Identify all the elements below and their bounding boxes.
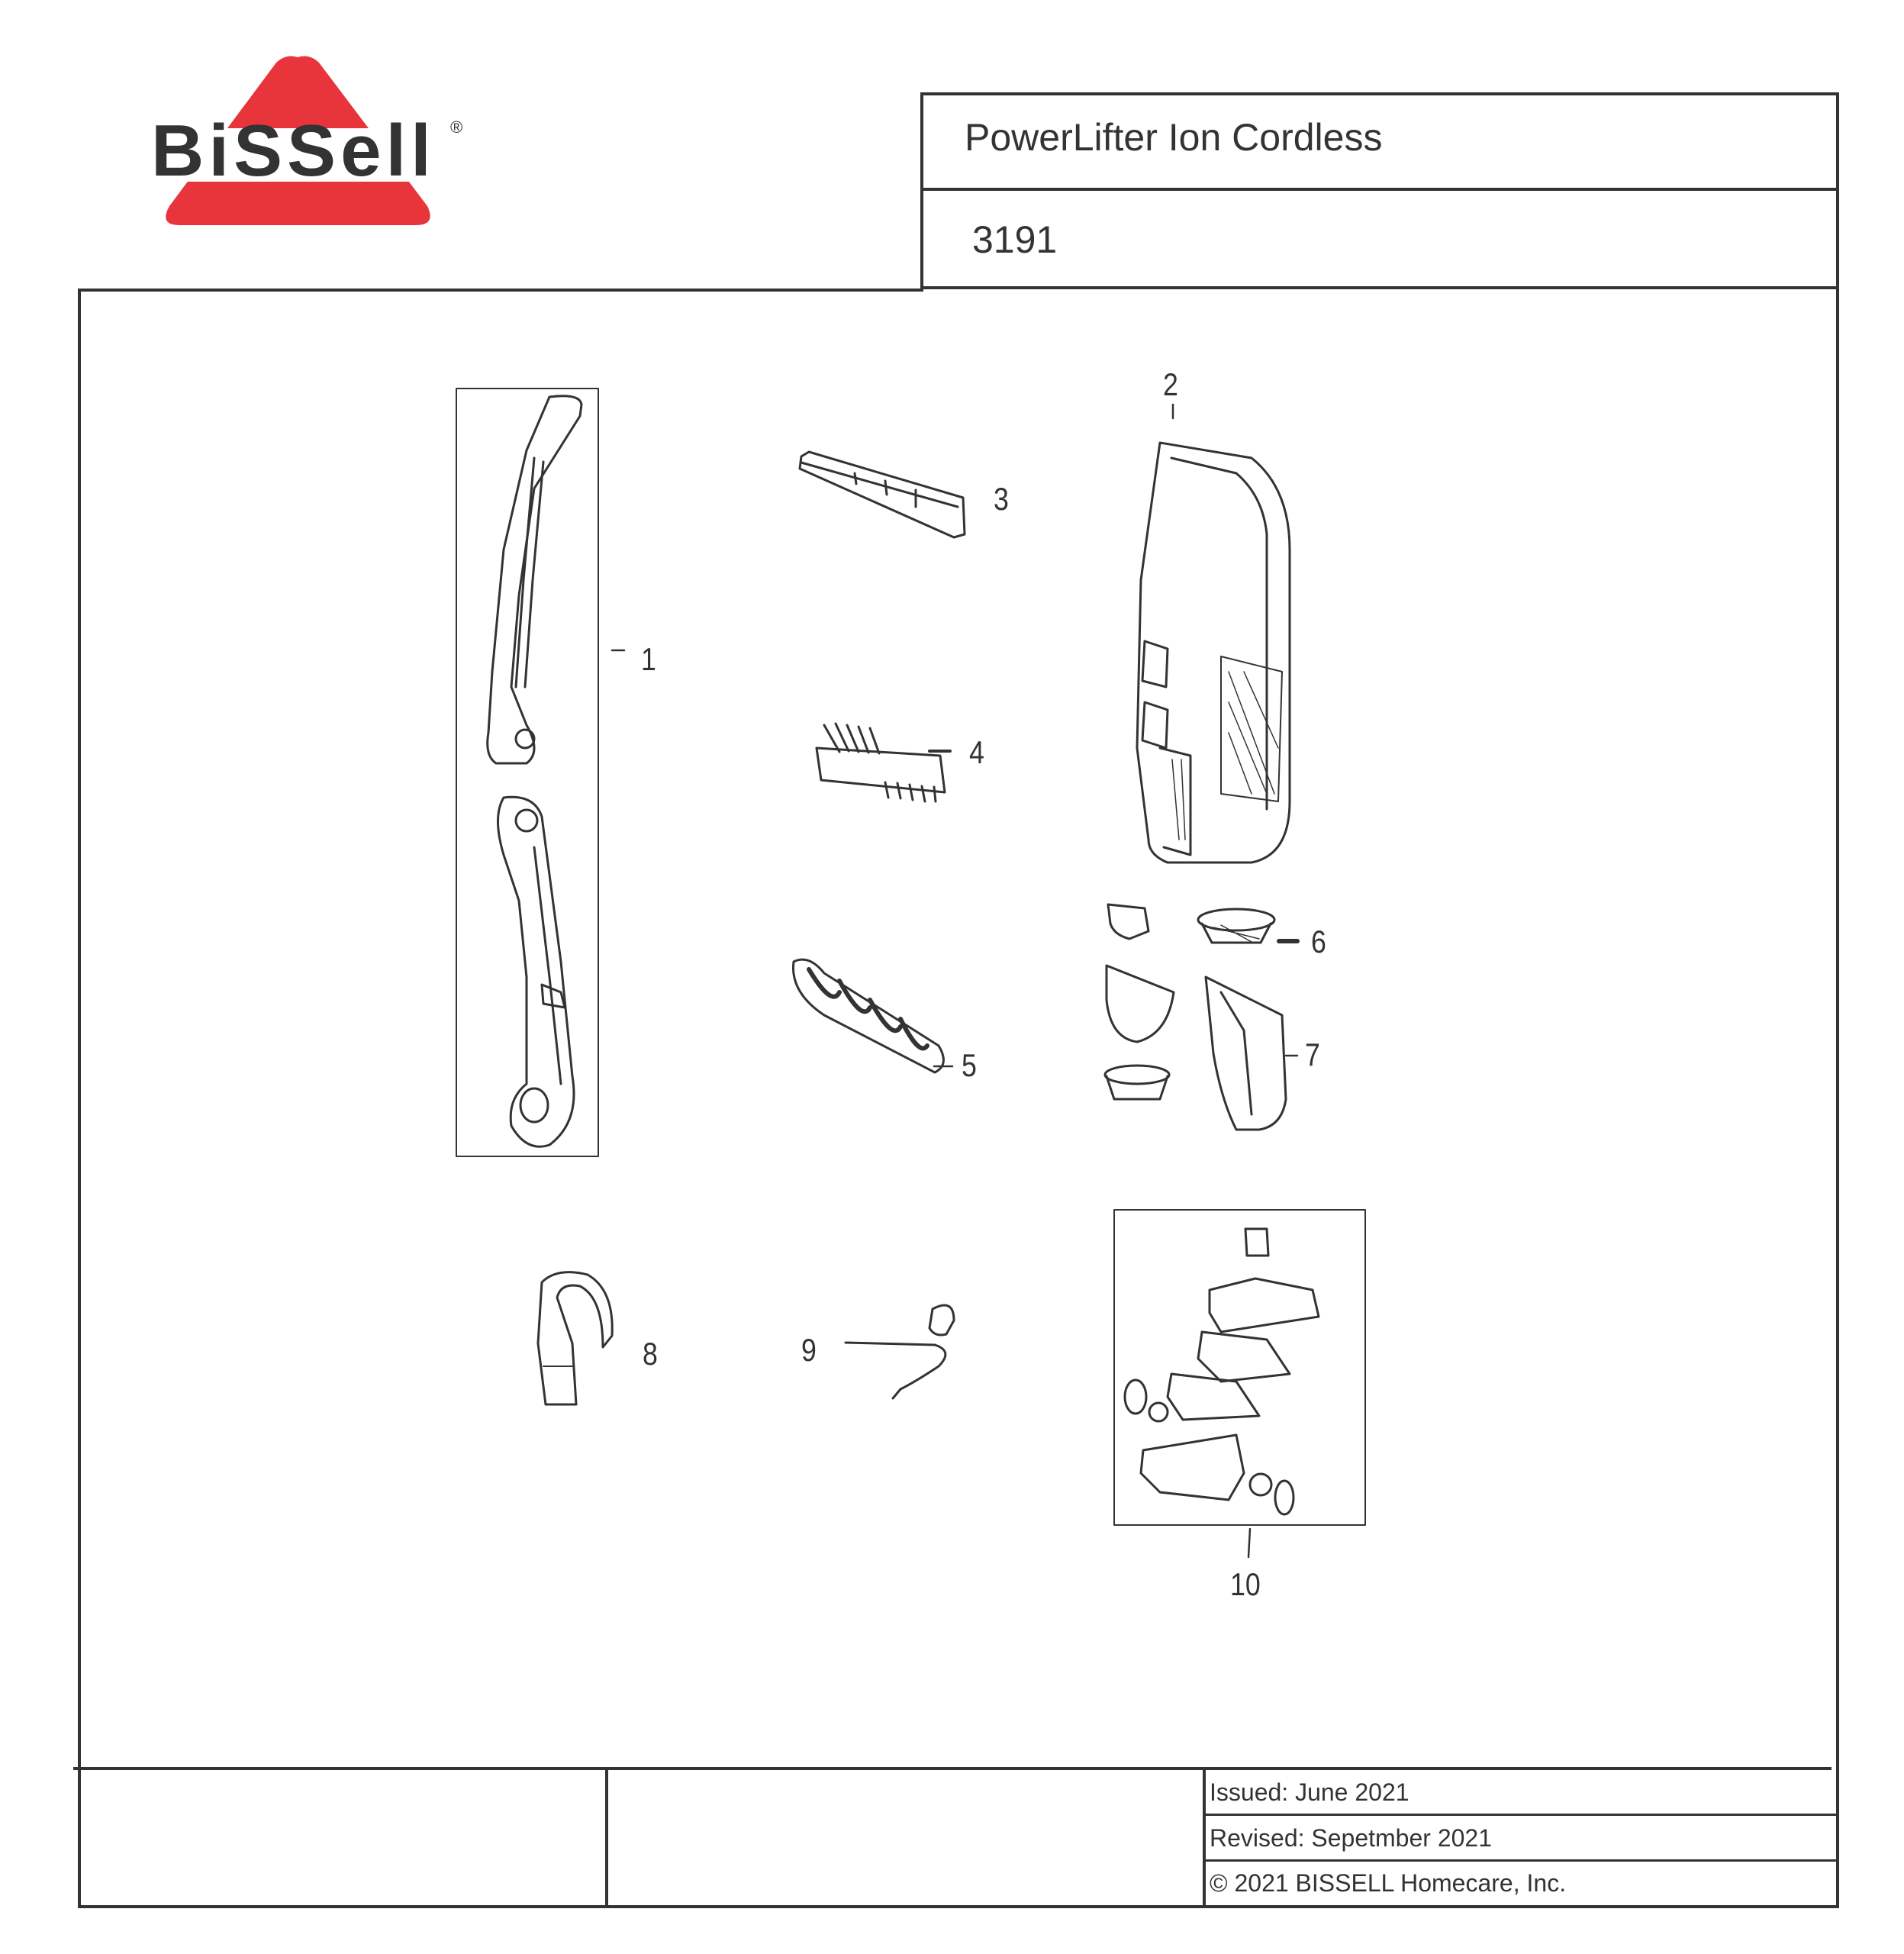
upholstery-brush-icon <box>815 722 946 803</box>
footer-column-divider <box>1203 1767 1206 1908</box>
frame-top-border <box>78 289 923 292</box>
callout-9: 9 <box>801 1332 817 1368</box>
leader-lines <box>611 403 1300 1559</box>
logo-wordmark: BiSSell <box>151 110 436 192</box>
crevice-tool-icon <box>798 450 966 539</box>
callout-1: 1 <box>641 641 656 677</box>
callout-2: 2 <box>1163 366 1178 402</box>
title-block: PowerLifter Ion Cordless 3191 <box>920 92 1839 289</box>
diagram-frame <box>78 289 1839 1908</box>
footer-divider <box>73 1767 1832 1770</box>
callout-4: 4 <box>969 734 984 770</box>
title-row: PowerLifter Ion Cordless <box>923 95 1836 191</box>
product-name: PowerLifter Ion Cordless <box>965 116 1383 159</box>
charger-icon <box>844 1304 955 1400</box>
callout-5: 5 <box>962 1047 977 1083</box>
handle-assembly-icon <box>456 388 599 1157</box>
revised-date: Revised: Sepetmber 2021 <box>1210 1824 1492 1852</box>
registered-mark: ® <box>450 118 463 137</box>
callout-7: 7 <box>1305 1037 1320 1072</box>
main-body-icon <box>1136 441 1291 864</box>
foot-assembly-icon <box>1113 1209 1366 1526</box>
footer-row-divider <box>1203 1859 1839 1862</box>
callout-8: 8 <box>643 1336 658 1372</box>
dirt-cup-icon <box>1103 964 1287 1131</box>
filter-icon <box>1107 903 1276 944</box>
callout-6: 6 <box>1311 924 1326 959</box>
logo-triangle-icon <box>145 56 473 225</box>
callout-3: 3 <box>994 481 1009 517</box>
issued-date: Issued: June 2021 <box>1210 1778 1409 1806</box>
footer-column-divider <box>605 1767 608 1908</box>
copyright-notice: © 2021 BISSELL Homecare, Inc. <box>1210 1869 1567 1897</box>
bissell-logo: BiSSell ® <box>145 53 473 229</box>
footer-row-divider <box>1203 1814 1839 1816</box>
callout-10: 10 <box>1230 1566 1261 1602</box>
model-number: 3191 <box>972 218 1058 261</box>
tool-clip-icon <box>536 1271 614 1406</box>
brush-roll-icon <box>792 958 945 1074</box>
